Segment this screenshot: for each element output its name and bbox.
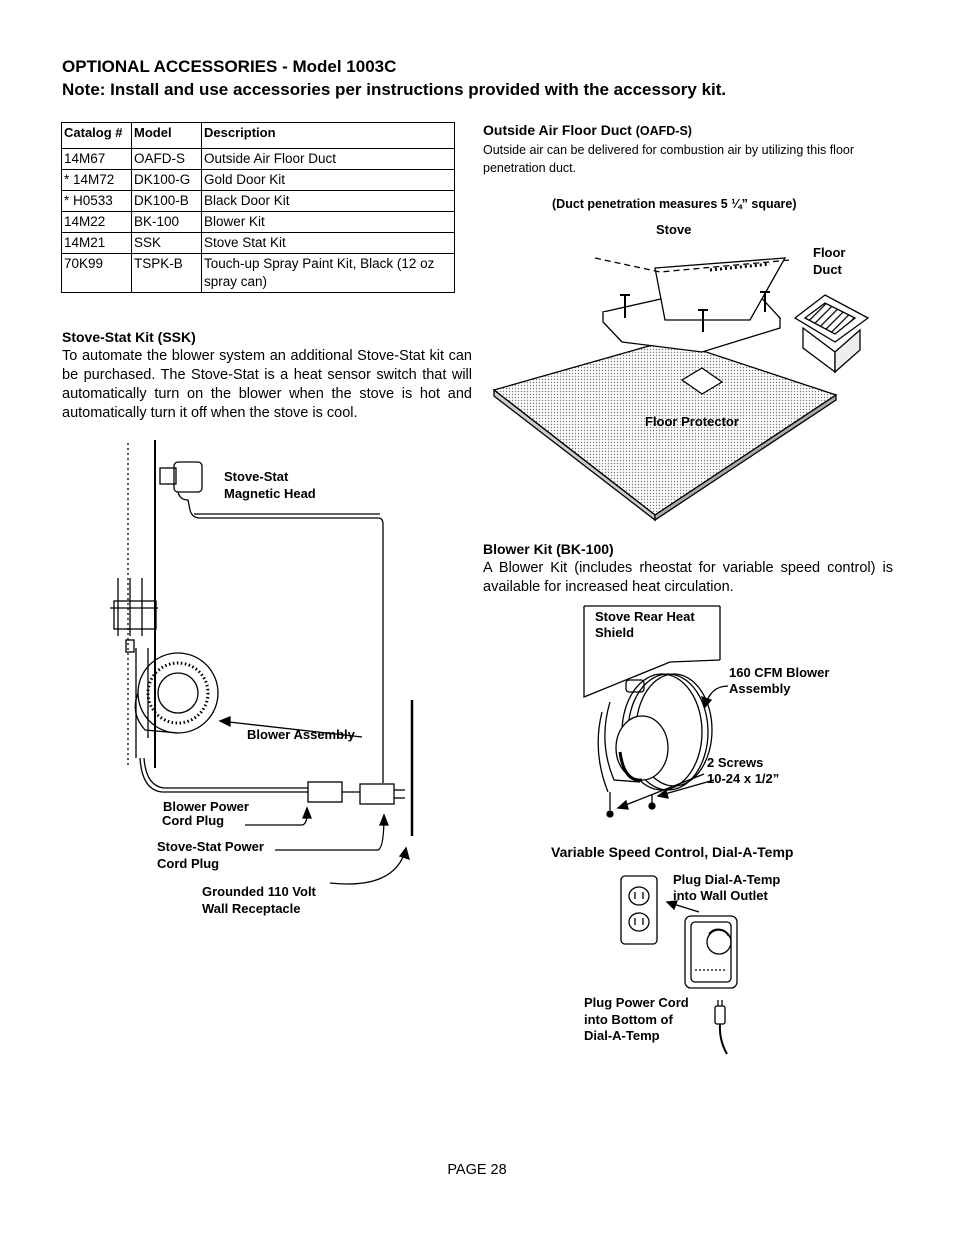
- cell-catalog: 14M21: [61, 232, 132, 254]
- label-assembly-2: Assembly: [729, 681, 791, 696]
- label-cord-1: Plug Power Cord: [584, 995, 689, 1010]
- table-row: 14M21 SSK Stove Stat Kit: [61, 232, 455, 254]
- dial-a-temp-diagram: [620, 875, 738, 1055]
- label-blower-cord-2: Cord Plug: [162, 813, 225, 828]
- stove-stat-diagram: [110, 440, 414, 885]
- header-catalog: Catalog #: [61, 122, 132, 149]
- label-floor-protector: Floor Protector: [645, 414, 739, 429]
- label-receptacle-2: Wall Receptacle: [202, 901, 301, 916]
- blower-body: A Blower Kit (includes rheostat for vari…: [483, 560, 893, 595]
- label-blower-cord-1: Blower Power: [163, 799, 249, 814]
- cell-catalog: 14M22: [61, 211, 132, 233]
- label-magnetic-head-1: Stove-Stat: [224, 469, 289, 484]
- cell-description: Outside Air Floor Duct: [201, 148, 455, 170]
- blower-kit-diagram: [583, 605, 729, 818]
- oafd-title: Outside Air Floor Duct: [483, 122, 632, 138]
- table-header-row: Catalog # Model Description: [61, 122, 455, 149]
- cell-catalog: 14M67: [61, 148, 132, 170]
- ssk-title: Stove-Stat Kit (SSK): [62, 329, 196, 345]
- label-floor-duct-2: Duct: [813, 262, 842, 277]
- label-assembly-1: 160 CFM Blower: [729, 665, 830, 680]
- page-number: PAGE 28: [447, 1162, 507, 1178]
- cell-description: Gold Door Kit: [201, 169, 455, 191]
- oafd-body: Outside air can be delivered for combust…: [483, 143, 855, 175]
- label-receptacle-1: Grounded 110 Volt: [202, 884, 316, 899]
- label-stove: Stove: [656, 222, 692, 237]
- oafd-code: (OAFD-S): [635, 124, 692, 138]
- cell-description: Black Door Kit: [201, 190, 455, 212]
- blower-title: Blower Kit (BK-100): [483, 541, 614, 557]
- accessories-table: Catalog # Model Description 14M67 OAFD-S…: [61, 122, 455, 293]
- cell-catalog: * H0533: [61, 190, 132, 212]
- page-title: OPTIONAL ACCESSORIES - Model 1003C: [62, 57, 397, 76]
- cell-description: Touch-up Spray Paint Kit, Black (12 oz s…: [201, 253, 455, 293]
- table-row: 14M67 OAFD-S Outside Air Floor Duct: [61, 148, 455, 170]
- label-screws-1: 2 Screws: [707, 755, 764, 770]
- cell-model: OAFD-S: [131, 148, 202, 170]
- table-row: * 14M72 DK100-G Gold Door Kit: [61, 169, 455, 191]
- label-stat-cord-1: Stove-Stat Power: [157, 839, 264, 854]
- cell-model: SSK: [131, 232, 202, 254]
- table-row: 70K99 TSPK-B Touch-up Spray Paint Kit, B…: [61, 253, 455, 293]
- table-row: * H0533 DK100-B Black Door Kit: [61, 190, 455, 212]
- label-cord-2: into Bottom of: [584, 1012, 673, 1027]
- table-row: 14M22 BK-100 Blower Kit: [61, 211, 455, 233]
- label-blower-assembly: Blower Assembly: [247, 727, 355, 742]
- label-magnetic-head-2: Magnetic Head: [224, 486, 316, 501]
- cell-catalog: * 14M72: [61, 169, 132, 191]
- cell-catalog: 70K99: [61, 253, 132, 293]
- cell-model: DK100-G: [131, 169, 202, 191]
- label-cord-3: Dial-A-Temp: [584, 1028, 660, 1043]
- label-plug-2: into Wall Outlet: [673, 888, 768, 903]
- label-floor-duct-1: Floor: [813, 245, 846, 260]
- header-description: Description: [201, 122, 455, 149]
- oafd-note: (Duct penetration measures 5 ¼” square): [552, 197, 797, 211]
- label-shield-2: Shield: [595, 625, 635, 640]
- header-model: Model: [131, 122, 202, 149]
- cell-model: DK100-B: [131, 190, 202, 212]
- label-screws-2: 10-24 x 1/2”: [707, 771, 780, 786]
- dial-title: Variable Speed Control, Dial-A-Temp: [551, 844, 794, 860]
- cell-model: BK-100: [131, 211, 202, 233]
- page-note: Note: Install and use accessories per in…: [62, 80, 727, 99]
- oafd-title-line: Outside Air Floor Duct (OAFD-S): [483, 122, 692, 138]
- floor-duct-diagram: [492, 257, 870, 522]
- ssk-body: To automate the blower system an additio…: [62, 348, 472, 421]
- label-shield-1: Stove Rear Heat: [595, 609, 695, 624]
- cell-description: Stove Stat Kit: [201, 232, 455, 254]
- label-stat-cord-2: Cord Plug: [157, 856, 220, 871]
- cell-description: Blower Kit: [201, 211, 455, 233]
- cell-model: TSPK-B: [131, 253, 202, 293]
- label-plug-1: Plug Dial-A-Temp: [673, 872, 781, 887]
